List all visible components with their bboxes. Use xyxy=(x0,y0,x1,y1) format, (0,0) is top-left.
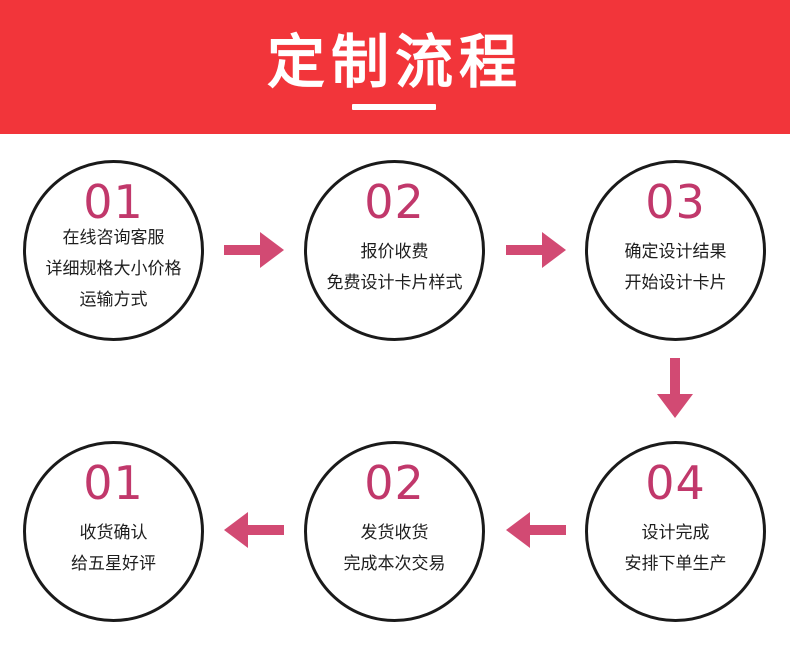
title-underline xyxy=(352,104,436,110)
step-card-4: 04 设计完成 安排下单生产 xyxy=(585,441,766,622)
step-line: 报价收费 xyxy=(360,242,429,262)
step-card-2: 02 报价收费 免费设计卡片样式 xyxy=(304,160,485,341)
step-description: 确定设计结果 开始设计卡片 xyxy=(588,237,763,299)
step-number: 02 xyxy=(364,175,425,229)
step-line: 完成本次交易 xyxy=(343,554,446,574)
arrow-right-icon xyxy=(224,232,284,268)
step-line: 收货确认 xyxy=(79,523,148,543)
page-title: 定制流程 xyxy=(266,28,523,96)
step-card-6: 01 收货确认 给五星好评 xyxy=(23,441,204,622)
arrow-left-icon xyxy=(506,512,566,548)
arrow-right-icon xyxy=(506,232,566,268)
step-description: 收货确认 给五星好评 xyxy=(26,518,201,580)
step-number: 03 xyxy=(645,175,706,229)
step-number: 04 xyxy=(645,456,706,510)
step-line: 运输方式 xyxy=(79,290,148,310)
step-line: 给五星好评 xyxy=(71,554,156,574)
step-card-1: 01 在线咨询客服 详细规格大小价格 运输方式 xyxy=(23,160,204,341)
step-description: 设计完成 安排下单生产 xyxy=(588,518,763,580)
arrow-down-icon xyxy=(657,358,693,418)
step-card-5: 02 发货收货 完成本次交易 xyxy=(304,441,485,622)
arrow-left-icon xyxy=(224,512,284,548)
step-description: 报价收费 免费设计卡片样式 xyxy=(307,237,482,299)
step-description: 发货收货 完成本次交易 xyxy=(307,518,482,580)
step-line: 详细规格大小价格 xyxy=(45,259,182,279)
step-line: 在线咨询客服 xyxy=(62,228,165,248)
step-line: 免费设计卡片样式 xyxy=(326,273,463,293)
header-banner: 定制流程 xyxy=(0,0,790,134)
step-number: 02 xyxy=(364,456,425,510)
step-line: 设计完成 xyxy=(641,523,710,543)
step-line: 安排下单生产 xyxy=(624,554,727,574)
step-line: 确定设计结果 xyxy=(624,242,727,262)
step-description: 在线咨询客服 详细规格大小价格 运输方式 xyxy=(26,223,201,316)
step-number: 01 xyxy=(83,456,144,510)
step-line: 开始设计卡片 xyxy=(624,273,727,293)
step-number: 01 xyxy=(83,175,144,229)
step-line: 发货收货 xyxy=(360,523,429,543)
step-card-3: 03 确定设计结果 开始设计卡片 xyxy=(585,160,766,341)
